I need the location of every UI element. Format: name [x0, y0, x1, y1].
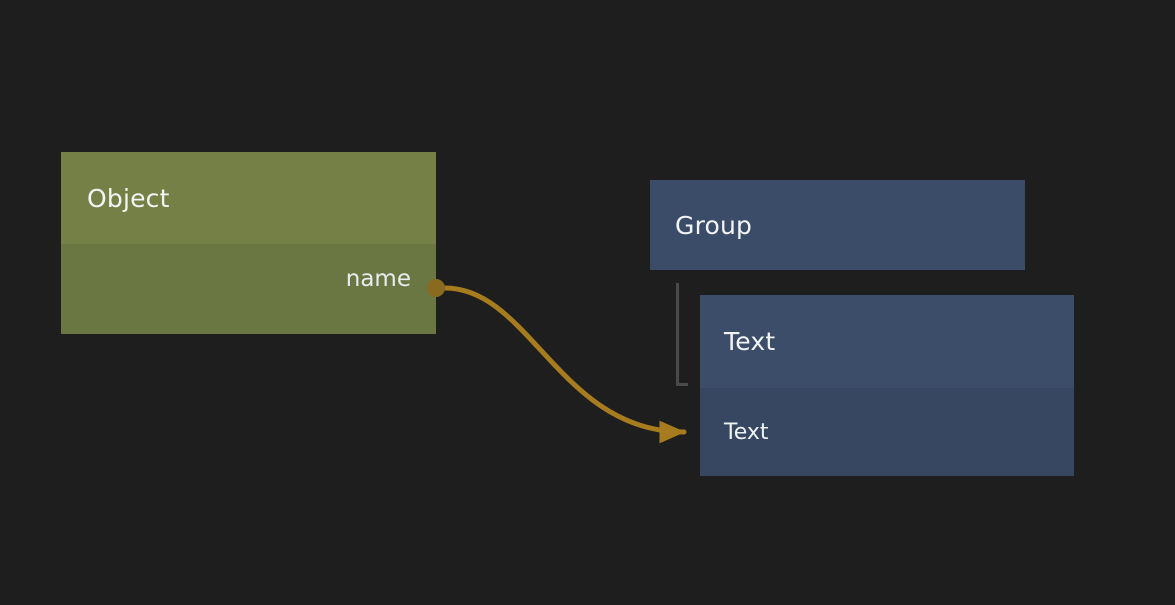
node-object[interactable]: Object name [61, 152, 436, 334]
node-object-title: Object [87, 183, 170, 213]
node-text[interactable]: Text Text [700, 295, 1074, 476]
group-bracket [676, 283, 688, 386]
port-row-name[interactable]: name [346, 266, 411, 292]
edge-object-name-to-text [442, 285, 687, 444]
node-object-header[interactable]: Object [61, 152, 436, 244]
node-text-row[interactable]: Text [700, 388, 1074, 476]
node-group-header[interactable]: Group [650, 180, 1025, 270]
node-group[interactable]: Group [650, 180, 1025, 270]
node-object-body[interactable]: name [61, 244, 436, 334]
port-dot-name[interactable] [427, 279, 445, 297]
node-group-title: Group [675, 210, 753, 240]
node-text-title: Text [724, 327, 776, 356]
node-text-header[interactable]: Text [700, 295, 1074, 388]
port-label-name: name [345, 266, 411, 292]
node-text-row-label: Text [724, 419, 769, 445]
